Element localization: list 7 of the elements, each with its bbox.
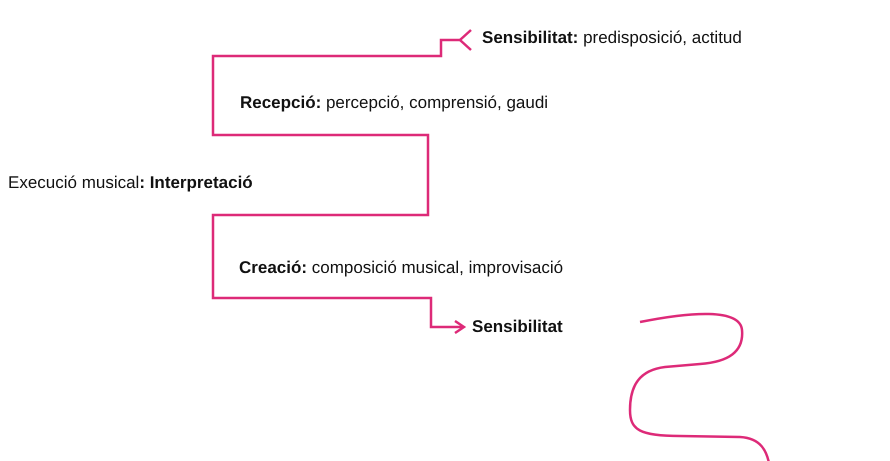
step-label: Sensibilitat [472, 316, 563, 338]
step-label: Execució musical: Interpretació [8, 172, 253, 194]
step-label: Sensibilitat: predisposició, actitud [482, 27, 742, 49]
step-label: Recepció: percepció, comprensió, gaudi [240, 92, 548, 114]
step-arrow [212, 28, 472, 334]
wavy-line [628, 312, 772, 461]
step-label: Creació: composició musical, improvisació [239, 257, 564, 279]
